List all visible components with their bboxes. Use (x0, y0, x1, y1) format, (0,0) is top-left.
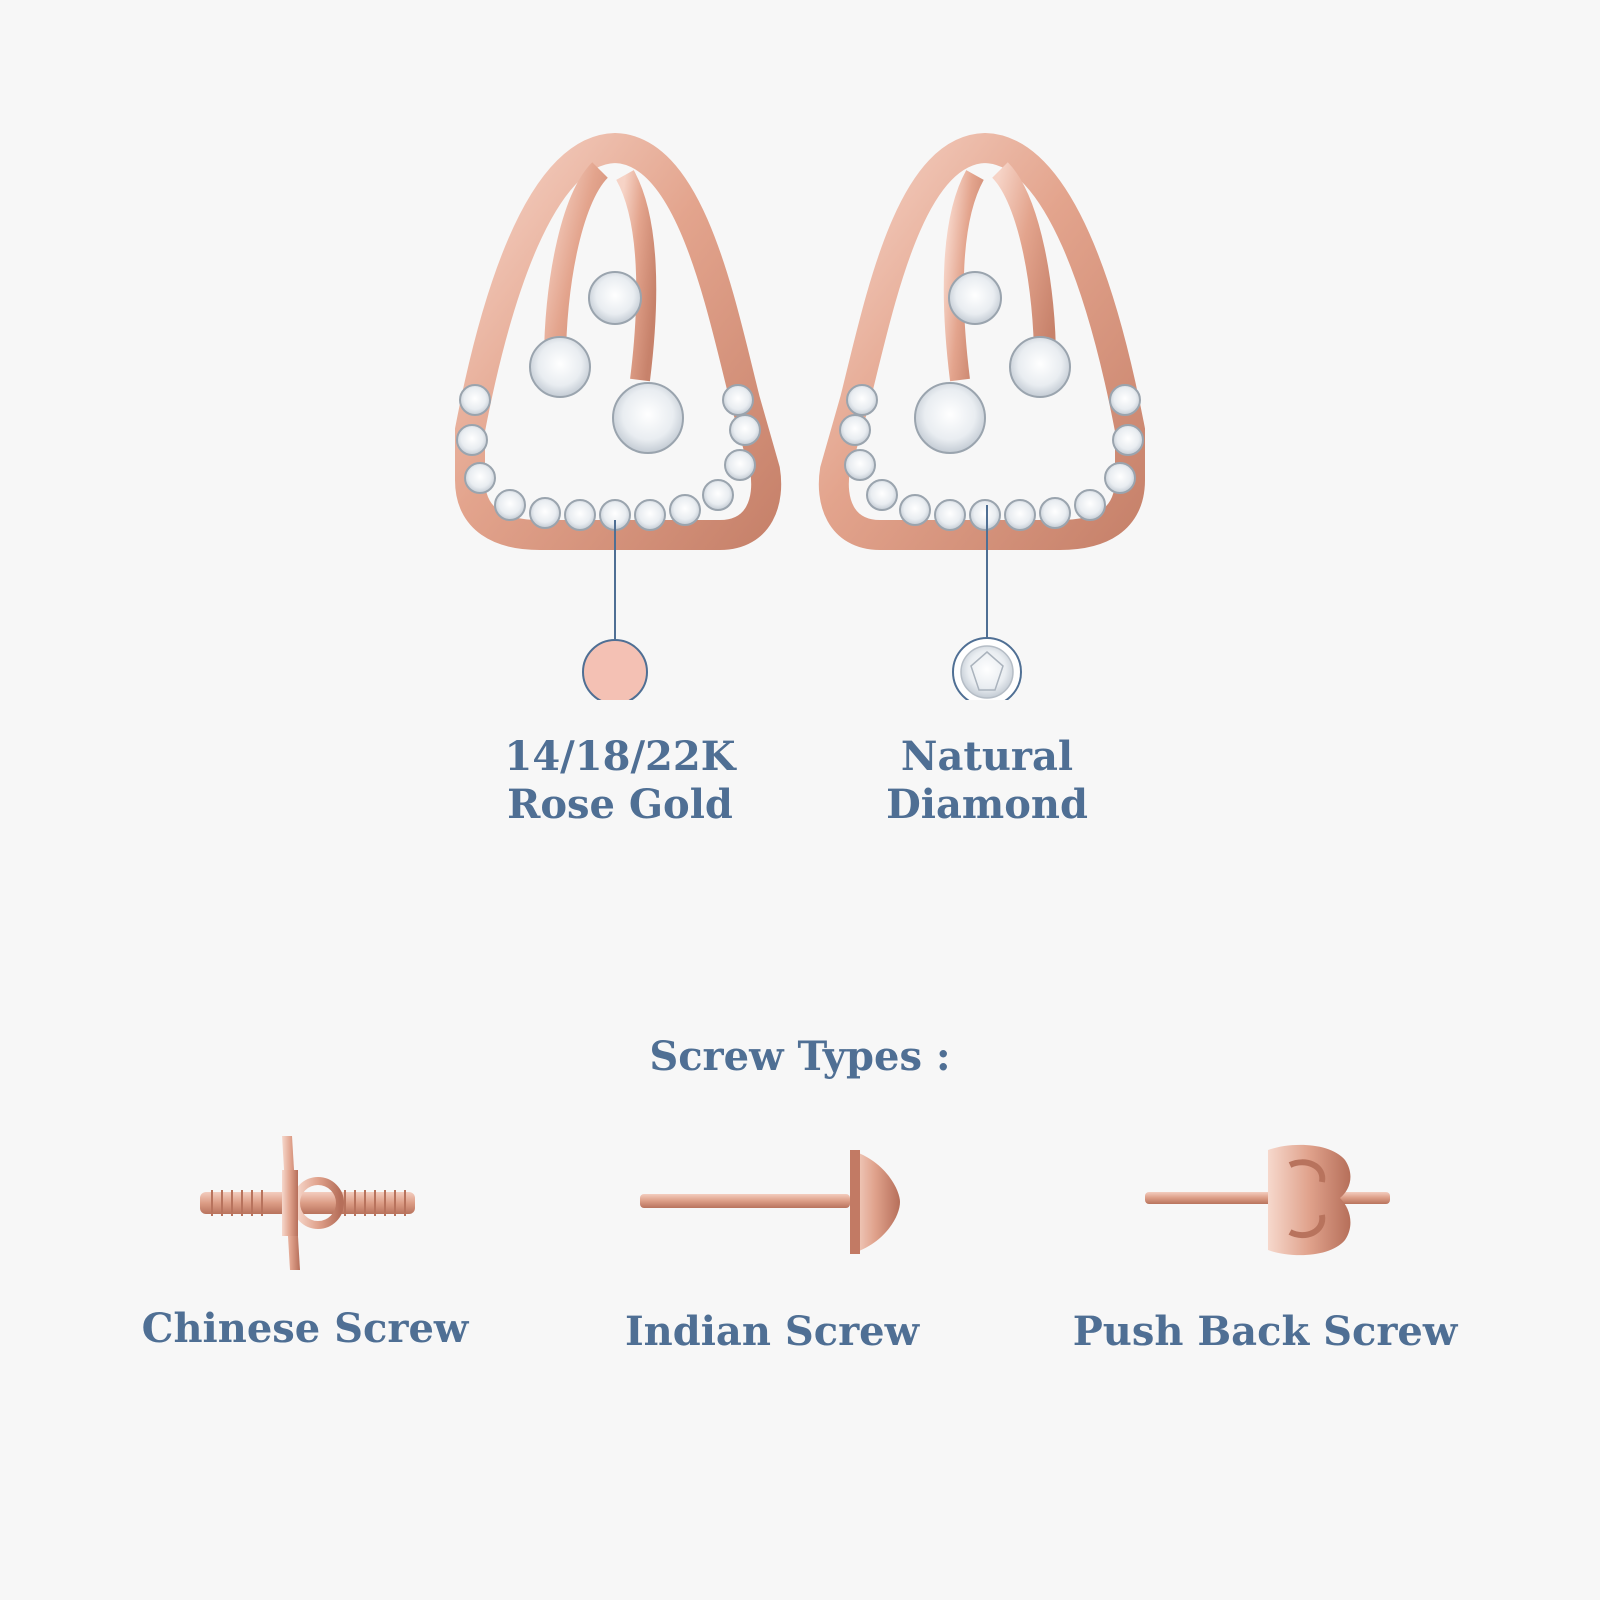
diamond-swatch-icon (952, 637, 1022, 700)
diamond-label: Natural Diamond (827, 733, 1147, 829)
rose-gold-label-line2: Rose Gold (507, 781, 733, 828)
rose-gold-label: 14/18/22K Rose Gold (460, 733, 780, 829)
indian-screw-icon (640, 1150, 900, 1254)
rose-gold-swatch-icon (582, 639, 648, 700)
diamond-label-line2: Diamond (886, 781, 1088, 828)
push-back-screw-label: Push Back Screw (1072, 1308, 1458, 1355)
rose-gold-label-line1: 14/18/22K (504, 733, 736, 780)
screw-types-illustration (200, 1136, 1390, 1270)
indian-screw-label: Indian Screw (624, 1308, 920, 1355)
diamond-label-line1: Natural (900, 733, 1074, 780)
chinese-screw-icon (200, 1136, 415, 1270)
push-back-screw-icon (1145, 1144, 1390, 1256)
screw-types-heading: Screw Types : (649, 1033, 951, 1080)
chinese-screw-label: Chinese Screw (141, 1305, 469, 1352)
left-earring (455, 132, 782, 550)
earrings-illustration (455, 132, 1145, 700)
right-earring (818, 132, 1145, 550)
